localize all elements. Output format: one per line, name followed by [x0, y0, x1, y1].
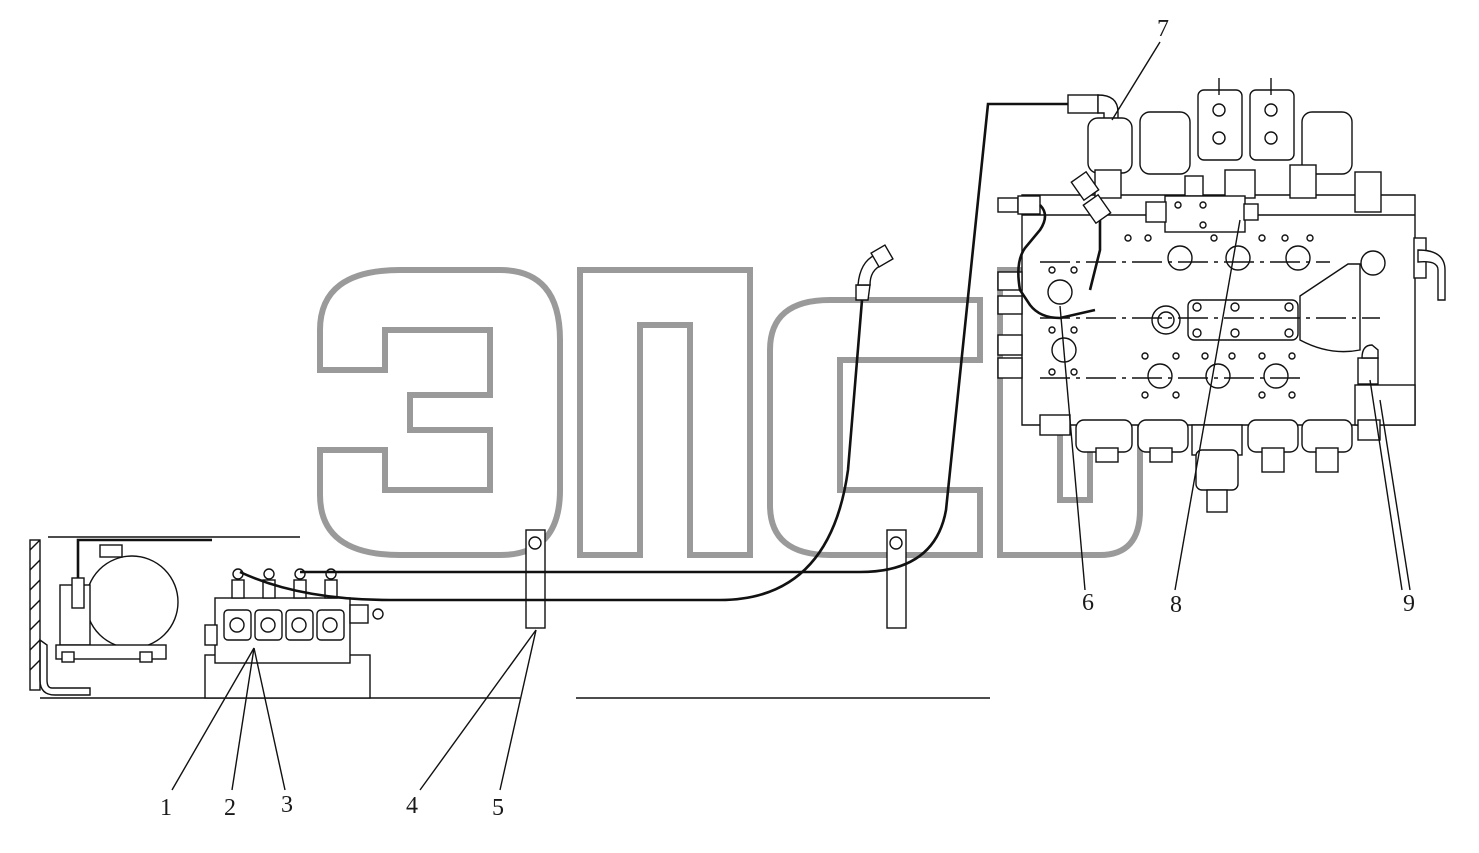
callout-7: 7	[1157, 16, 1169, 42]
callout-6: 6	[1082, 590, 1094, 616]
callout-9: 9	[1403, 591, 1415, 617]
main-control-valve	[997, 78, 1446, 513]
hydraulic-hoses	[239, 94, 1119, 602]
callout-8: 8	[1170, 592, 1182, 618]
bracket-left	[525, 529, 546, 629]
callout-3: 3	[281, 792, 293, 818]
callout-labels: 1 2 3 4 5 6 7 8 9	[160, 16, 1415, 821]
callout-1: 1	[160, 795, 172, 821]
base-lines	[29, 536, 990, 699]
callout-2: 2	[224, 795, 236, 821]
callout-4: 4	[406, 793, 418, 819]
callout-5: 5	[492, 795, 504, 821]
bracket-right	[886, 529, 907, 629]
control-valve-block-small	[204, 568, 384, 699]
hydraulic-tank	[55, 538, 212, 663]
leader-lines	[171, 41, 1411, 791]
